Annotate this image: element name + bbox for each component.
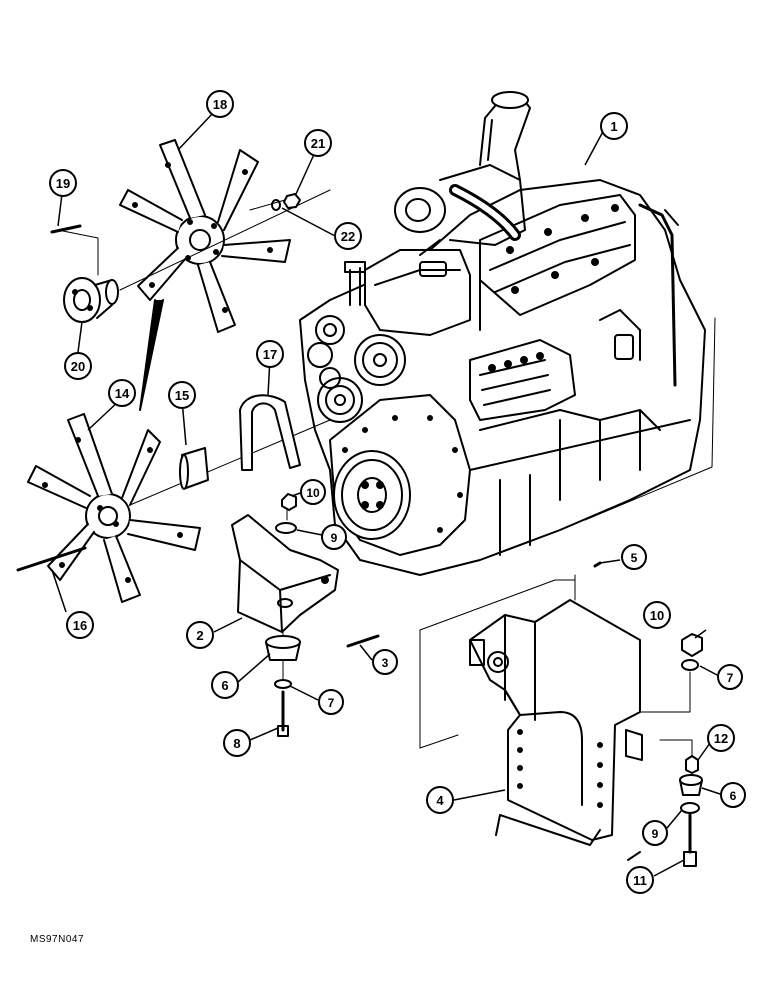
svg-text:19: 19 [56,176,70,191]
svg-text:20: 20 [71,359,85,374]
figure-code: MS97N047 [30,934,85,945]
callout-21: 21 [304,129,332,157]
turbocharger [394,91,531,256]
callout-19: 19 [49,169,77,197]
svg-text:4: 4 [436,793,444,808]
rear-mount-bracket [469,599,643,861]
svg-text:7: 7 [328,696,335,710]
callout-5: 5 [621,544,647,570]
callout-6-front: 6 [211,671,239,699]
fan-bolt [50,224,82,234]
callout-18: 18 [206,90,234,118]
callout-7-rear: 7 [717,664,743,690]
callout-12: 12 [707,724,735,752]
callout-22: 22 [334,222,362,250]
svg-text:11: 11 [633,873,647,888]
svg-text:8: 8 [233,736,240,751]
crankshaft-pulley [333,450,411,540]
mount-bolt [346,634,380,648]
svg-text:16: 16 [73,618,87,633]
callout-9-rear: 9 [642,820,668,846]
washer [271,199,281,211]
callout-11: 11 [626,866,654,894]
injection-pump [469,339,576,421]
spacer-cylinder [179,447,209,490]
callout-3: 3 [372,649,398,675]
front-mount-bracket [231,514,339,633]
callout-10-front: 10 [300,479,326,505]
svg-text:10: 10 [650,608,664,623]
svg-text:18: 18 [213,97,227,112]
callout-2: 2 [186,621,214,649]
svg-text:12: 12 [714,731,728,746]
callout-14: 14 [108,379,136,407]
svg-text:2: 2 [196,628,203,643]
svg-text:5: 5 [631,551,638,565]
callout-10-rear: 10 [643,601,671,629]
svg-text:10: 10 [306,486,320,500]
svg-text:6: 6 [221,678,228,693]
engine-assembly [299,91,706,576]
callout-4: 4 [426,786,454,814]
svg-text:6: 6 [730,789,737,803]
svg-text:22: 22 [341,229,355,244]
svg-text:9: 9 [652,827,659,841]
callout-7-front: 7 [318,689,344,715]
callout-1: 1 [600,112,628,140]
callout-15: 15 [168,381,196,409]
svg-text:7: 7 [727,671,734,685]
callout-16: 16 [66,611,94,639]
svg-text:9: 9 [331,531,338,545]
callout-20: 20 [64,352,92,380]
fan-bolt-lower [16,546,87,572]
svg-text:17: 17 [263,347,277,362]
callout-6-rear: 6 [720,782,746,808]
front-pulleys [307,315,406,423]
fan-spacer [63,277,119,323]
svg-text:15: 15 [175,388,189,403]
svg-text:21: 21 [311,136,325,151]
fan-upper [119,139,291,333]
svg-text:14: 14 [115,386,130,401]
svg-text:3: 3 [382,656,389,670]
callout-9-front: 9 [321,524,347,550]
nut [283,193,301,209]
callout-8: 8 [223,729,251,757]
callout-17: 17 [256,340,284,368]
svg-text:1: 1 [610,119,617,134]
fan-belt [239,394,301,471]
